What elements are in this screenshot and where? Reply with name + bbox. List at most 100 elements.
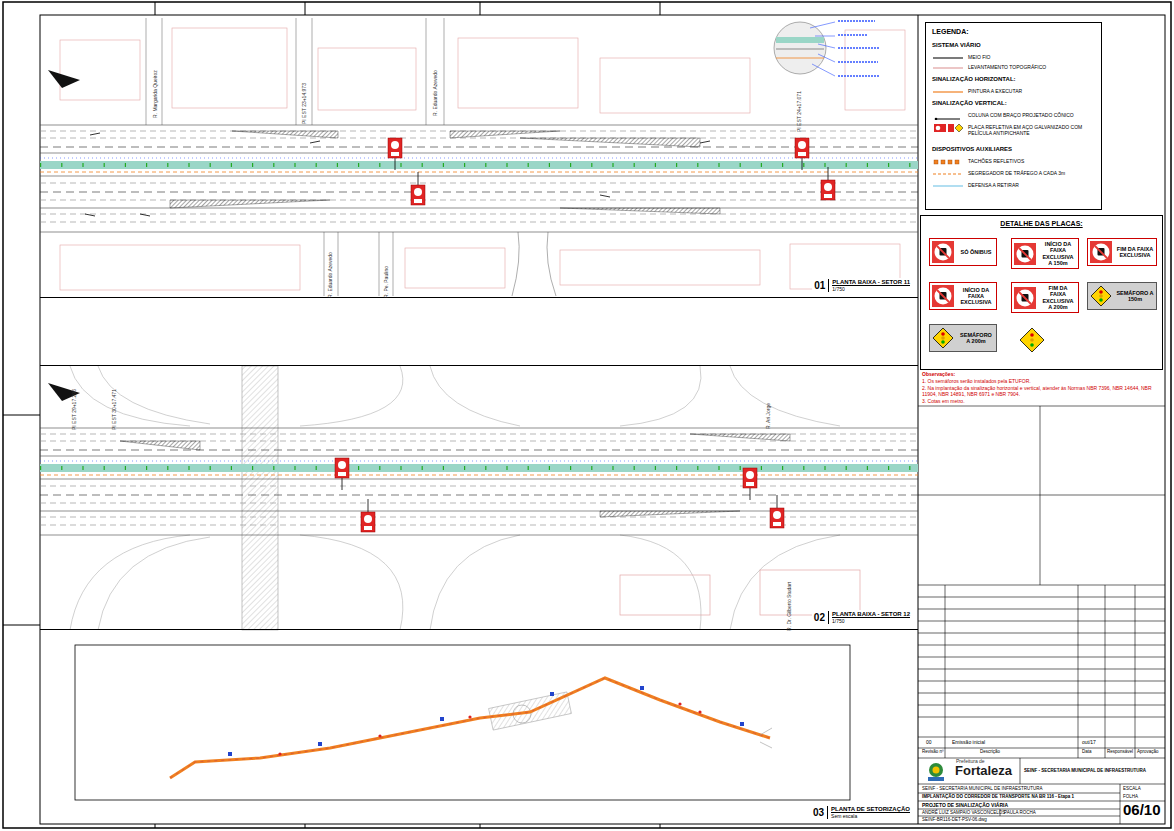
view-title: PLANTA DE SETORIZAÇÃO: [831, 806, 910, 813]
view-caption: 03PLANTA DE SETORIZAÇÃOSem escala: [811, 805, 912, 820]
street-name: R. Pe. Paulino: [384, 266, 390, 298]
street-name: R. Margarida Queiroz: [153, 70, 159, 118]
symbol-part: [933, 328, 953, 348]
symbol-part: [941, 160, 945, 164]
legend-label: LEVANTAMENTO TOPOGRÁFICO: [968, 64, 1098, 70]
symbol-part: [941, 340, 945, 344]
street-name: R. Eduardo Azevedo: [328, 252, 334, 298]
view-number: 02: [814, 612, 825, 623]
view-caption-text: PLANTA BAIXA - SETOR 121/750: [828, 611, 910, 624]
legend-label: DEFENSA A RETIRAR: [968, 182, 1098, 188]
symbol-part: [1014, 243, 1036, 265]
plan-view-frame: 01PLANTA BAIXA - SETOR 111/750: [40, 15, 918, 298]
symbol-part: [955, 124, 963, 132]
street-name: PI EST 24+17.071: [797, 91, 803, 132]
symbol-part: [933, 173, 963, 174]
symbol-part: [934, 160, 938, 164]
symbol-part: [1099, 294, 1103, 298]
legend-sample: [932, 64, 964, 72]
title-block-text: 06/10: [1123, 802, 1161, 819]
view-title: PLANTA BAIXA - SETOR 12: [832, 611, 910, 618]
legend-label: PINTURA A EXECUTAR: [968, 88, 1098, 94]
view-caption: 02PLANTA BAIXA - SETOR 121/750: [812, 610, 912, 625]
bus-prohibition-icon: [932, 241, 954, 263]
sign-plate: INÍCIO DA FAIXA EXCLUSIVA A 150m: [1011, 238, 1079, 269]
legend-label: COLUNA COM BRAÇO PROJETADO CÔNICO: [968, 112, 1098, 118]
title-block-text: Aprovação: [1137, 750, 1159, 755]
note-text: 3. Cotas em metro.: [922, 399, 965, 405]
symbol-part: [1014, 287, 1036, 309]
symbol-part: [935, 288, 952, 305]
note-text: 2. Na implantação da sinalização horizon…: [922, 386, 1162, 397]
sign-plate: FIM DA FAIXA EXCLUSIVA A 200m: [1011, 282, 1079, 313]
street-name: R. Ari Jorge: [766, 403, 772, 429]
symbol-part: [941, 332, 945, 336]
title-block-text: PROJETO DE SINALIZAÇÃO VIÁRIA: [922, 803, 1008, 809]
legend-heading: SISTEMA VIÁRIO: [932, 42, 981, 49]
legend-sample: [932, 124, 964, 132]
view-caption: 01PLANTA BAIXA - SETOR 111/750: [812, 278, 912, 293]
title-block-text: ESCALA: [1123, 787, 1141, 792]
symbol-part: [948, 160, 952, 164]
legend-label: PLACA REFLETIVA EM AÇO GALVANIZADO COM P…: [968, 124, 1098, 136]
symbol-part: [935, 118, 938, 120]
symbol-part: [1095, 246, 1107, 258]
symbol-part: [1019, 292, 1031, 304]
symbol-part: [933, 185, 963, 186]
street-name: R. Eduardo Azevedo: [433, 70, 439, 116]
sign-plate: INÍCIO DA FAIXA EXCLUSIVA: [929, 282, 997, 310]
symbol-part: [932, 285, 954, 307]
legend-sample: [932, 54, 964, 62]
title-block-text: 00: [926, 740, 932, 746]
title-block-text: Fortaleza: [955, 764, 1012, 778]
symbol-part: [941, 336, 945, 340]
title-block-text: PAULA ROCHA: [1004, 811, 1036, 816]
symbol-part: [1090, 241, 1112, 263]
bus-prohibition-icon: [1014, 287, 1036, 309]
sign-text: SEMÁFORO A 150m: [1114, 288, 1156, 305]
symbol-part: [936, 126, 941, 131]
legend-panel: LEGENDA: SISTEMA VIÁRIO SINALIZAÇÃO HORIZO…: [925, 22, 1102, 210]
symbol-part: [933, 57, 963, 58]
title-block-text: SEINF - SECRETARIA MUNICIPAL DE INFRAEST…: [1024, 769, 1146, 774]
title-block-text: SEINF-BR116-DET-PSV-06.dwg: [922, 818, 987, 823]
legend-sample: [932, 88, 964, 96]
title-block-text: Data: [1082, 750, 1092, 755]
note-text: Observações:: [922, 372, 955, 378]
title-block-text: ANDRÉ LUIZ SAMPAIO VASCONCELOS: [922, 811, 1005, 816]
legend-heading: LEGENDA:: [932, 28, 969, 36]
symbol-part: [937, 246, 949, 258]
title-block-text: Descrição: [980, 750, 1000, 755]
legend-heading: SINALIZAÇÃO VERTICAL:: [932, 100, 1007, 107]
legend-sample: [932, 112, 964, 120]
legend-heading: SINALIZAÇÃO HORIZONTAL:: [932, 76, 1016, 83]
title-block-text: IMPLANTAÇÃO DO CORREDOR DE TRANSPORTE NA…: [922, 795, 1074, 800]
view-scale: 1/750: [832, 618, 910, 624]
symbol-part: [932, 241, 954, 263]
traffic-light-warning-icon: [932, 327, 954, 349]
street-name: PI EST 29+17.296: [72, 389, 78, 430]
symbol-part: [937, 290, 949, 302]
legend-label: SEGREGADOR DE TRÁFEGO A CADA 3m: [968, 170, 1098, 176]
sign-text: FIM DA FAIXA EXCLUSIVA: [1114, 244, 1156, 261]
legend-label: MEIO FIO: [968, 54, 1098, 60]
sign-plate: SEMÁFORO A 150m: [1087, 282, 1157, 310]
symbol-part: [1017, 289, 1034, 306]
bus-prohibition-icon: [1014, 243, 1036, 265]
sign-text: INÍCIO DA FAIXA EXCLUSIVA A 150m: [1038, 239, 1078, 268]
panel-title: DETALHE DAS PLACAS:: [921, 220, 1162, 227]
street-name: R. Dr. Gilberto Studart: [787, 582, 793, 631]
traffic-light-warning-icon: [1090, 285, 1112, 307]
symbol-part: [1017, 245, 1034, 262]
symbol-part: [1091, 286, 1111, 306]
note-text: 1. Os semáforos serão instalados pela ET…: [922, 379, 1031, 385]
legend-heading: DISPOSITIVOS AUXILIARES: [932, 146, 1012, 153]
bus-prohibition-icon: [1090, 241, 1112, 263]
symbol-part: [1093, 244, 1110, 261]
sign-text: SÓ ÔNIBUS: [956, 247, 996, 257]
symbol-part: [955, 160, 959, 164]
symbol-part: [935, 244, 952, 261]
view-caption-text: PLANTA BAIXA - SETOR 111/750: [828, 279, 910, 292]
view-scale: Sem escala: [831, 813, 910, 819]
